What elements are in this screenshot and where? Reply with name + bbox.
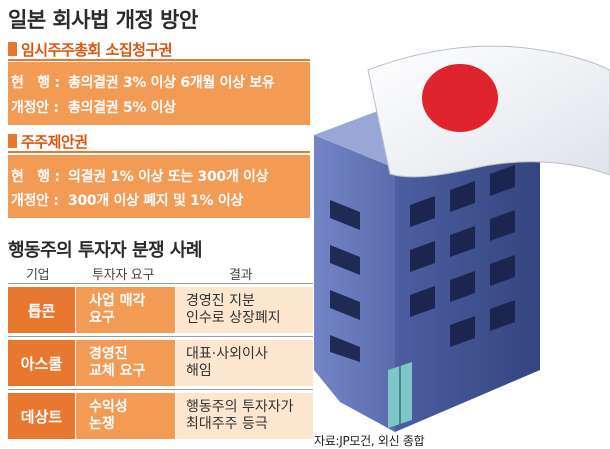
section2-current-row: 현 행 : 의결권 1% 이상 또는 300개 이상 — [11, 166, 268, 186]
revised-text: 총의결권 5% 이상 — [68, 100, 176, 116]
section2-heading: 주주제안권 — [21, 133, 88, 151]
building-flag-illustration — [314, 45, 610, 432]
result-line: 행동주의 투자자가 — [186, 399, 294, 415]
row-divider — [8, 336, 313, 337]
row-divider — [8, 389, 313, 390]
section1-heading: 임시주주총회 소집청구권 — [21, 41, 173, 59]
request-cell: 경영진 교체 요구 — [76, 340, 175, 386]
result-line: 최대주주 등극 — [186, 416, 268, 432]
company-cell: 데상트 — [8, 393, 75, 439]
header-result: 결과 — [229, 268, 253, 283]
result-cell: 행동주의 투자자가 최대주주 등극 — [176, 393, 313, 439]
revised-label: 개정안 : — [11, 100, 59, 116]
flag-red-circle — [422, 64, 498, 132]
header-request: 투자자 요구 — [92, 268, 155, 283]
section2-divider — [8, 151, 310, 153]
section2-box — [8, 155, 310, 218]
request-cell: 사업 매각 요구 — [76, 287, 175, 333]
current-text: 총의결권 3% 이상 6개월 이상 보유 — [68, 75, 275, 91]
request-line: 요구 — [89, 310, 115, 326]
request-line: 수익성 — [89, 399, 128, 415]
request-line: 사업 매각 — [89, 293, 146, 309]
section1-box — [8, 62, 310, 125]
current-label: 현 행 : — [11, 75, 60, 91]
company-cell: 아스쿨 — [8, 340, 75, 386]
result-cell: 대표·사외이사 해임 — [176, 340, 313, 386]
section1-divider — [8, 59, 310, 61]
current-text: 의결권 1% 이상 또는 300개 이상 — [68, 169, 269, 185]
source-note: 자료:JP모건, 외신 종합 — [314, 434, 425, 448]
result-line: 대표·사외이사 — [186, 346, 268, 362]
result-line: 인수로 상장폐지 — [186, 310, 281, 326]
company-cell: 톱콘 — [8, 287, 75, 333]
request-line: 교체 요구 — [89, 363, 146, 379]
revised-text: 300개 이상 폐지 및 1% 이상 — [68, 193, 244, 209]
request-cell: 수익성 논쟁 — [76, 393, 175, 439]
section1-current-row: 현 행 : 총의결권 3% 이상 6개월 이상 보유 — [11, 72, 275, 92]
result-cell: 경영진 지분 인수로 상장폐지 — [176, 287, 313, 333]
cases-title: 행동주의 투자자 분쟁 사례 — [8, 240, 202, 261]
section1-revised-row: 개정안 : 총의결권 5% 이상 — [11, 97, 176, 117]
table-header-line — [8, 283, 313, 284]
result-line: 해임 — [186, 363, 212, 379]
section-marker — [8, 42, 17, 56]
revised-label: 개정안 : — [11, 193, 59, 209]
header-company: 기업 — [26, 268, 50, 283]
section-marker — [8, 134, 17, 148]
result-line: 경영진 지분 — [186, 293, 255, 309]
current-label: 현 행 : — [11, 169, 60, 185]
section2-revised-row: 개정안 : 300개 이상 폐지 및 1% 이상 — [11, 190, 243, 210]
request-line: 논쟁 — [89, 416, 115, 432]
page-title: 일본 회사법 개정 방안 — [8, 8, 198, 32]
request-line: 경영진 — [89, 346, 128, 362]
building-side-face — [314, 135, 395, 432]
